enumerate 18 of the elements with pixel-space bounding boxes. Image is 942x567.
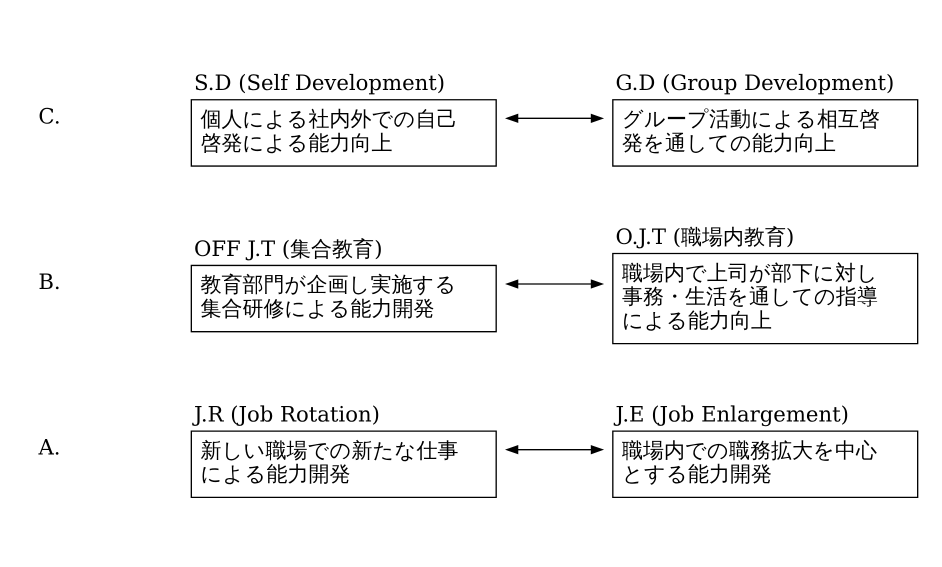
node-box: 職場内で上司が部下に対し事務・生活を通しての指導による能力向上 bbox=[612, 252, 918, 344]
node-box: 職場内での職務拡大を中心とする能力開発 bbox=[612, 430, 918, 498]
node-box: 教育部門が企画し実施する集合研修による能力開発 bbox=[190, 264, 497, 332]
label: A. bbox=[38, 434, 61, 460]
node-box: 個人による社内外での自己啓発による能力向上 bbox=[190, 98, 497, 166]
arrow bbox=[505, 278, 604, 288]
label: B. bbox=[38, 268, 61, 294]
node-label: J.R (Job Rotation) bbox=[194, 401, 380, 426]
node-label: O.J.T (職場内教育) bbox=[615, 223, 794, 248]
node-label: J.E (Job Enlargement) bbox=[615, 401, 849, 426]
label: C. bbox=[38, 102, 61, 128]
node-box: 新しい職場での新たな仕事による能力開発 bbox=[190, 430, 497, 498]
node-box: グループ活動による相互啓発を通しての能力向上 bbox=[612, 98, 918, 166]
arrow bbox=[505, 444, 604, 454]
node-label: G.D (Group Development) bbox=[615, 70, 894, 95]
node-label: S.D (Self Development) bbox=[194, 70, 446, 95]
arrow bbox=[505, 113, 604, 122]
node-label: OFF J.T (集合教育) bbox=[194, 235, 382, 260]
